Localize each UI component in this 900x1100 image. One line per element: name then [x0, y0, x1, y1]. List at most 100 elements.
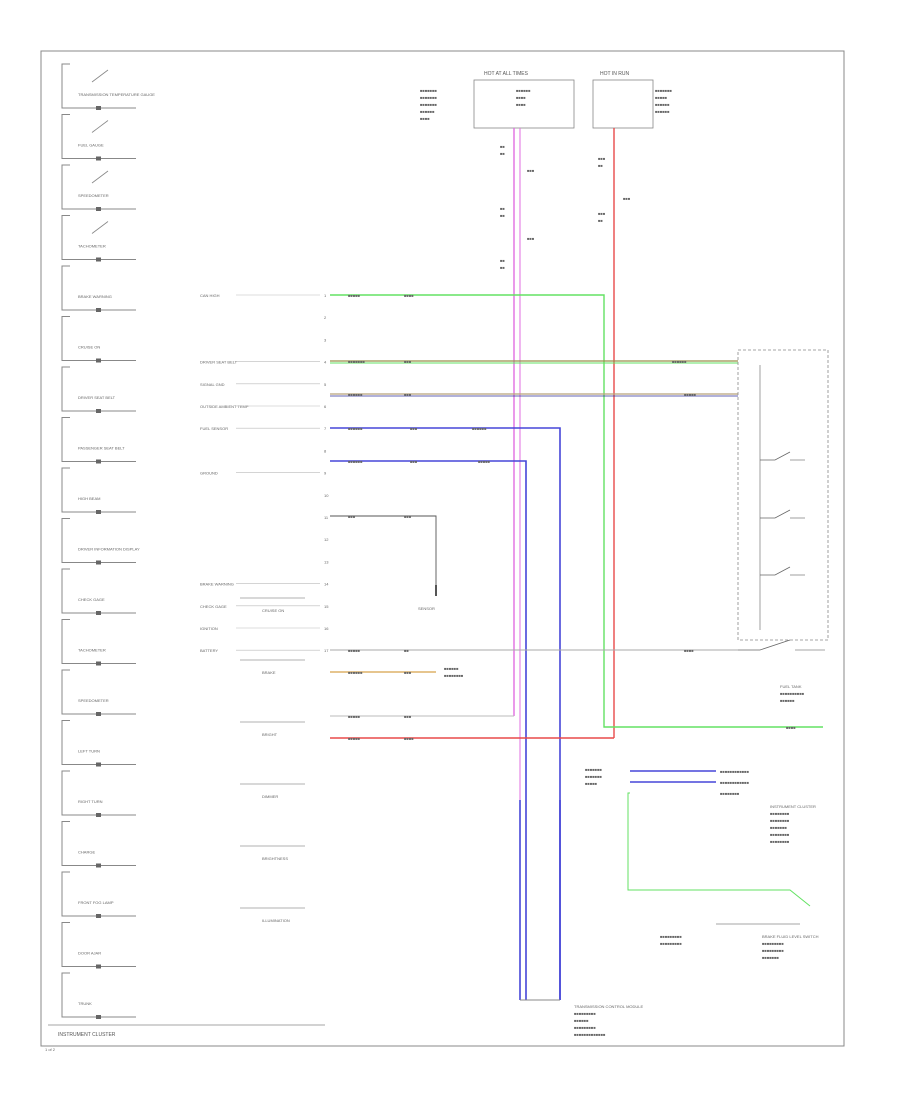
svg-text:■■■: ■■■	[404, 514, 412, 519]
section-item: ILLUMINATION	[240, 907, 305, 923]
pin-label: FUEL SENSOR	[200, 426, 228, 431]
pin-number: 13	[324, 559, 329, 564]
gauge-label: TRUNK	[78, 1001, 92, 1006]
gauge-label: BRAKE WARNING	[78, 294, 112, 299]
diagram-frame	[40, 50, 845, 1047]
pin-number: 8	[324, 448, 327, 453]
pin-number: 3	[324, 337, 327, 342]
pin-label: CAN HIGH	[200, 293, 220, 298]
wire-codes: ■■■■■■■■■ ■■■■■■■■■■■■■■■■ ■■■■■■■■■■■■■…	[348, 293, 796, 741]
pin-item: 10	[324, 493, 329, 498]
svg-text:■■■■■■■■■■■■: ■■■■■■■■■■■■	[720, 780, 750, 785]
svg-text:■■■■: ■■■■	[516, 95, 526, 100]
svg-text:■■■: ■■■	[348, 514, 356, 519]
svg-text:■■■■■■■■: ■■■■■■■■	[720, 791, 740, 796]
svg-text:■■■■: ■■■■	[516, 102, 526, 107]
svg-text:■■■■■■■■■: ■■■■■■■■■	[762, 941, 784, 946]
pin-item: 12	[324, 537, 329, 542]
svg-text:■■■■■■■■■: ■■■■■■■■■	[660, 941, 682, 946]
svg-text:■■■■■: ■■■■■	[348, 736, 361, 741]
pin-label: IGNITION	[200, 626, 218, 631]
svg-text:■■: ■■	[500, 258, 505, 263]
svg-text:■■■■■■: ■■■■■■	[672, 359, 687, 364]
section-item: BRAKE	[240, 659, 305, 675]
svg-text:■■: ■■	[500, 151, 505, 156]
svg-text:■■■■: ■■■■	[420, 116, 430, 121]
gauge-item: SPEEDOMETER	[61, 669, 136, 716]
gauge-label: LEFT TURN	[78, 749, 100, 754]
svg-text:■■■: ■■■	[527, 236, 535, 241]
pin-number: 4	[324, 360, 327, 365]
svg-text:■■■■■■■■■: ■■■■■■■■■	[574, 1025, 596, 1030]
svg-text:■■■■■■■■: ■■■■■■■■	[444, 673, 464, 678]
svg-text:■■■■■■■: ■■■■■■■	[420, 102, 437, 107]
pin-item: 3	[324, 337, 327, 342]
svg-text:■■■■■■■■: ■■■■■■■■	[770, 811, 790, 816]
gauge-item: RIGHT TURN	[61, 770, 136, 817]
svg-text:■■■■■■: ■■■■■■	[574, 1018, 589, 1023]
pin-number: 10	[324, 493, 329, 498]
orange-wire: ■■■■■■ ■■■■■■■■	[330, 666, 464, 678]
section-label: BRIGHT	[262, 732, 278, 737]
svg-text:■■■■■: ■■■■■	[684, 392, 697, 397]
pin-number: 17	[324, 648, 329, 653]
svg-text:■■■■■■■: ■■■■■■■	[585, 774, 602, 779]
bottom-note-label: TRANSMISSION CONTROL MODULE	[574, 1004, 644, 1009]
pin-label: OUTSIDE AMBIENT TEMP	[200, 404, 249, 409]
pin-item: 8	[324, 448, 327, 453]
section-label: BRIGHTNESS	[262, 856, 288, 861]
svg-text:■■■: ■■■	[410, 426, 418, 431]
section-label: ILLUMINATION	[262, 918, 290, 923]
gauge-item: TRUNK	[61, 972, 136, 1019]
svg-text:■■■■■■: ■■■■■■	[780, 698, 795, 703]
svg-text:■■■: ■■■	[623, 196, 631, 201]
gauge-label: DRIVER SEAT BELT	[78, 395, 116, 400]
diagram-title: INSTRUMENT CLUSTER	[58, 1032, 116, 1038]
pin-item: 13	[324, 559, 329, 564]
svg-text:■■■■■■■■: ■■■■■■■■	[770, 832, 790, 837]
svg-text:■■■: ■■■	[527, 168, 535, 173]
svg-text:■■■■■■■■: ■■■■■■■■	[770, 839, 790, 844]
pink-wire	[513, 128, 521, 1000]
gauge-label: CRUISE ON	[78, 345, 100, 350]
svg-text:■■■: ■■■	[404, 359, 412, 364]
section-item: DIMMER	[240, 783, 305, 799]
svg-text:■■■■■■: ■■■■■■	[655, 109, 670, 114]
pin-number: 15	[324, 604, 329, 609]
svg-text:■■: ■■	[404, 648, 409, 653]
gauge-label: TACHOMETER	[78, 648, 106, 653]
svg-text:■■■■■■■■■■■■: ■■■■■■■■■■■■	[720, 769, 750, 774]
svg-text:■■■■■■■: ■■■■■■■	[420, 88, 437, 93]
gauge-label: SPEEDOMETER	[78, 698, 109, 703]
pin-number: 1	[324, 293, 327, 298]
svg-text:■■■■■: ■■■■■	[348, 648, 361, 653]
pin-number: 5	[324, 382, 327, 387]
right-module: FUEL TANK ■■■■■■■■■■ ■■■■■■	[737, 349, 829, 703]
gauge-item: CHECK GAGE	[61, 568, 136, 615]
tan-wire	[330, 393, 738, 397]
gauge-item: TACHOMETER	[61, 215, 136, 262]
gauge-item: BRAKE WARNING	[61, 265, 136, 312]
page-code: 1 of 2	[45, 1047, 56, 1052]
svg-text:■■■■■■: ■■■■■■	[444, 666, 459, 671]
svg-text:■■■■■■: ■■■■■■	[348, 670, 363, 675]
pin-label: DRIVER SEAT BELT	[200, 360, 238, 365]
gauge-item: TACHOMETER	[61, 619, 136, 666]
svg-text:■■■■: ■■■■	[786, 725, 796, 730]
svg-text:■■■: ■■■	[598, 211, 606, 216]
gauge-item: PASSENGER SEAT BELT	[61, 417, 136, 464]
svg-text:■■■■: ■■■■	[684, 648, 694, 653]
svg-text:■■■■■: ■■■■■	[348, 714, 361, 719]
svg-text:■■■■■■■: ■■■■■■■	[655, 88, 672, 93]
gauge-item: CHARGE	[61, 821, 136, 868]
svg-text:■■■: ■■■	[598, 156, 606, 161]
gauge-item: DRIVER SEAT BELT	[61, 366, 136, 413]
ground-wire: SENSOR	[330, 515, 437, 611]
